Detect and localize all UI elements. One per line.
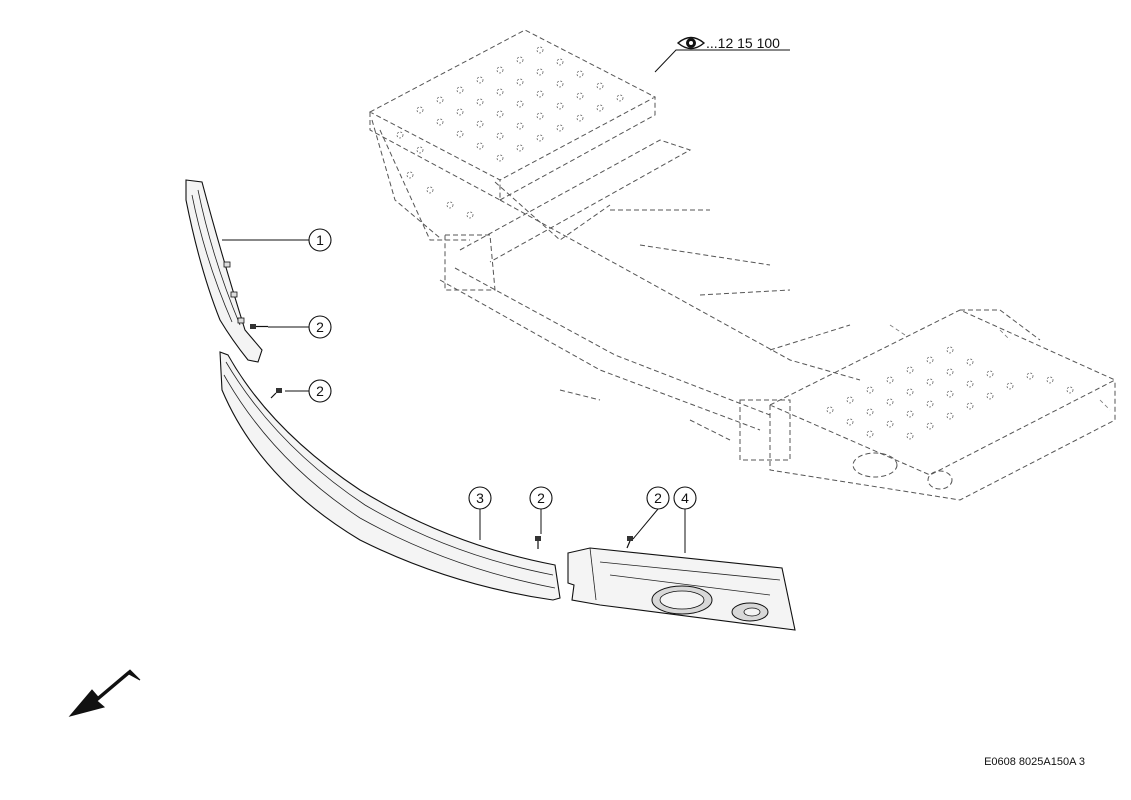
callout-4: 4 bbox=[673, 486, 697, 510]
eye-icon bbox=[676, 36, 706, 50]
part-3-curved-trim-panel bbox=[219, 351, 561, 601]
callout-2: 2 bbox=[529, 486, 553, 510]
leader-lines bbox=[222, 239, 686, 553]
screw bbox=[270, 388, 282, 399]
callout-2: 2 bbox=[308, 379, 332, 403]
reference-text: ...12 15 100 bbox=[706, 35, 780, 51]
callout-number: 2 bbox=[537, 490, 545, 506]
drawing-code: E0608 8025A150A 3 bbox=[984, 756, 1085, 768]
arrow-forward-icon bbox=[68, 669, 141, 717]
reference-label: ...12 15 100 bbox=[654, 35, 790, 73]
screw bbox=[626, 536, 633, 549]
part-1-upper-trim-panel bbox=[185, 179, 263, 363]
platform-holes-lower bbox=[826, 346, 1074, 440]
screw bbox=[250, 324, 268, 329]
screw bbox=[535, 536, 541, 549]
callout-number: 2 bbox=[316, 383, 324, 399]
callout-number: 2 bbox=[654, 490, 662, 506]
part-4-end-trim-panel bbox=[567, 547, 796, 631]
callout-2: 2 bbox=[308, 315, 332, 339]
callout-number: 2 bbox=[316, 319, 324, 335]
callout-2: 2 bbox=[646, 486, 670, 510]
callout-number: 3 bbox=[476, 490, 484, 506]
callout-number: 4 bbox=[681, 490, 689, 506]
platform-holes-upper bbox=[396, 46, 624, 219]
callout-3: 3 bbox=[468, 486, 492, 510]
callout-number: 1 bbox=[316, 232, 324, 248]
callout-1: 1 bbox=[308, 228, 332, 252]
frame-reference-dashed bbox=[368, 29, 1117, 501]
